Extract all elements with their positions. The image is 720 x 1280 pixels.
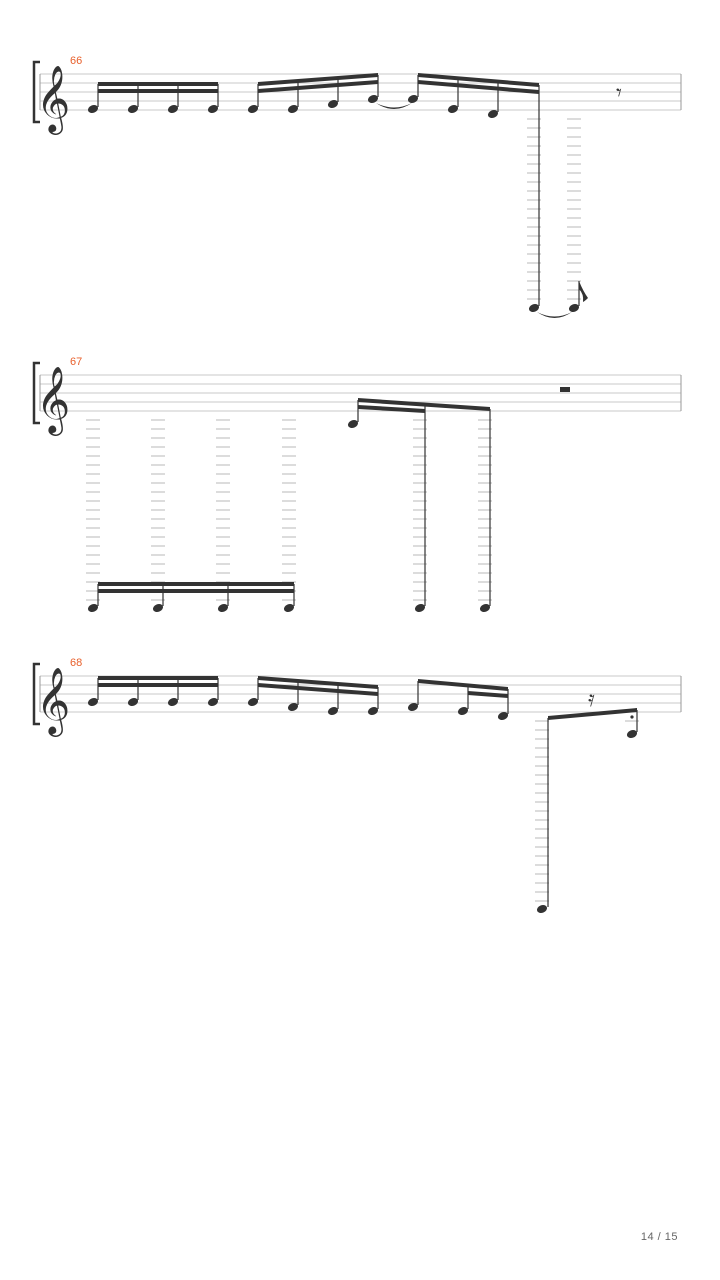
note-head	[407, 702, 419, 712]
note-head	[207, 697, 219, 707]
treble-clef-icon: 𝄞	[36, 64, 70, 135]
note-beam	[98, 589, 294, 593]
system-bracket	[32, 60, 40, 124]
measure-number-67: 67	[70, 356, 83, 368]
note-head	[87, 697, 99, 707]
note-head	[327, 99, 339, 109]
note-beam	[418, 80, 539, 94]
sixteenth-rest-icon: 𝄿	[588, 687, 595, 712]
note-beam	[258, 80, 378, 93]
measure-number-68: 68	[70, 657, 83, 669]
system-bracket	[32, 361, 40, 425]
note-beam	[98, 89, 218, 93]
note-head	[287, 104, 299, 114]
note-beam	[98, 676, 218, 680]
note-head	[247, 104, 259, 114]
note-beam	[98, 582, 294, 586]
eighth-rest-icon: 𝄾	[616, 81, 622, 106]
note-head	[536, 904, 548, 914]
note-head	[247, 697, 259, 707]
note-head	[457, 706, 469, 716]
note-beam	[358, 405, 425, 413]
note-beam	[358, 398, 490, 411]
note-head	[327, 706, 339, 716]
note-head	[167, 697, 179, 707]
note-head	[347, 419, 359, 429]
note-head	[87, 104, 99, 114]
note-head	[367, 706, 379, 716]
note-head	[487, 109, 499, 119]
note-head	[407, 94, 419, 104]
note-flag	[579, 281, 588, 302]
half-rest-icon	[560, 387, 570, 392]
note-beam	[548, 708, 637, 720]
note-head	[528, 303, 540, 313]
note-beam	[468, 691, 508, 698]
page-indicator: 14 / 15	[640, 1231, 678, 1243]
note-head	[479, 603, 491, 613]
note-head	[87, 603, 99, 613]
note-beam	[258, 676, 378, 689]
note-head	[127, 104, 139, 114]
tie	[537, 312, 572, 318]
measure-number-66: 66	[70, 55, 83, 67]
note-head	[152, 603, 164, 613]
tie	[376, 103, 412, 109]
note-beam	[418, 73, 539, 87]
note-beam	[258, 683, 378, 696]
treble-clef-icon: 𝄞	[36, 666, 70, 737]
note-head	[626, 729, 638, 739]
note-beam	[418, 679, 508, 691]
note-beam	[98, 82, 218, 86]
note-head	[568, 303, 580, 313]
system-bracket	[32, 662, 40, 726]
note-head	[167, 104, 179, 114]
note-beam	[258, 73, 378, 86]
augmentation-dot	[630, 715, 634, 719]
note-head	[127, 697, 139, 707]
treble-clef-icon: 𝄞	[36, 365, 70, 436]
note-beam	[98, 683, 218, 687]
note-head	[447, 104, 459, 114]
note-head	[497, 711, 509, 721]
note-head	[283, 603, 295, 613]
note-head	[414, 603, 426, 613]
note-head	[287, 702, 299, 712]
note-head	[217, 603, 229, 613]
note-head	[207, 104, 219, 114]
note-head	[367, 94, 379, 104]
